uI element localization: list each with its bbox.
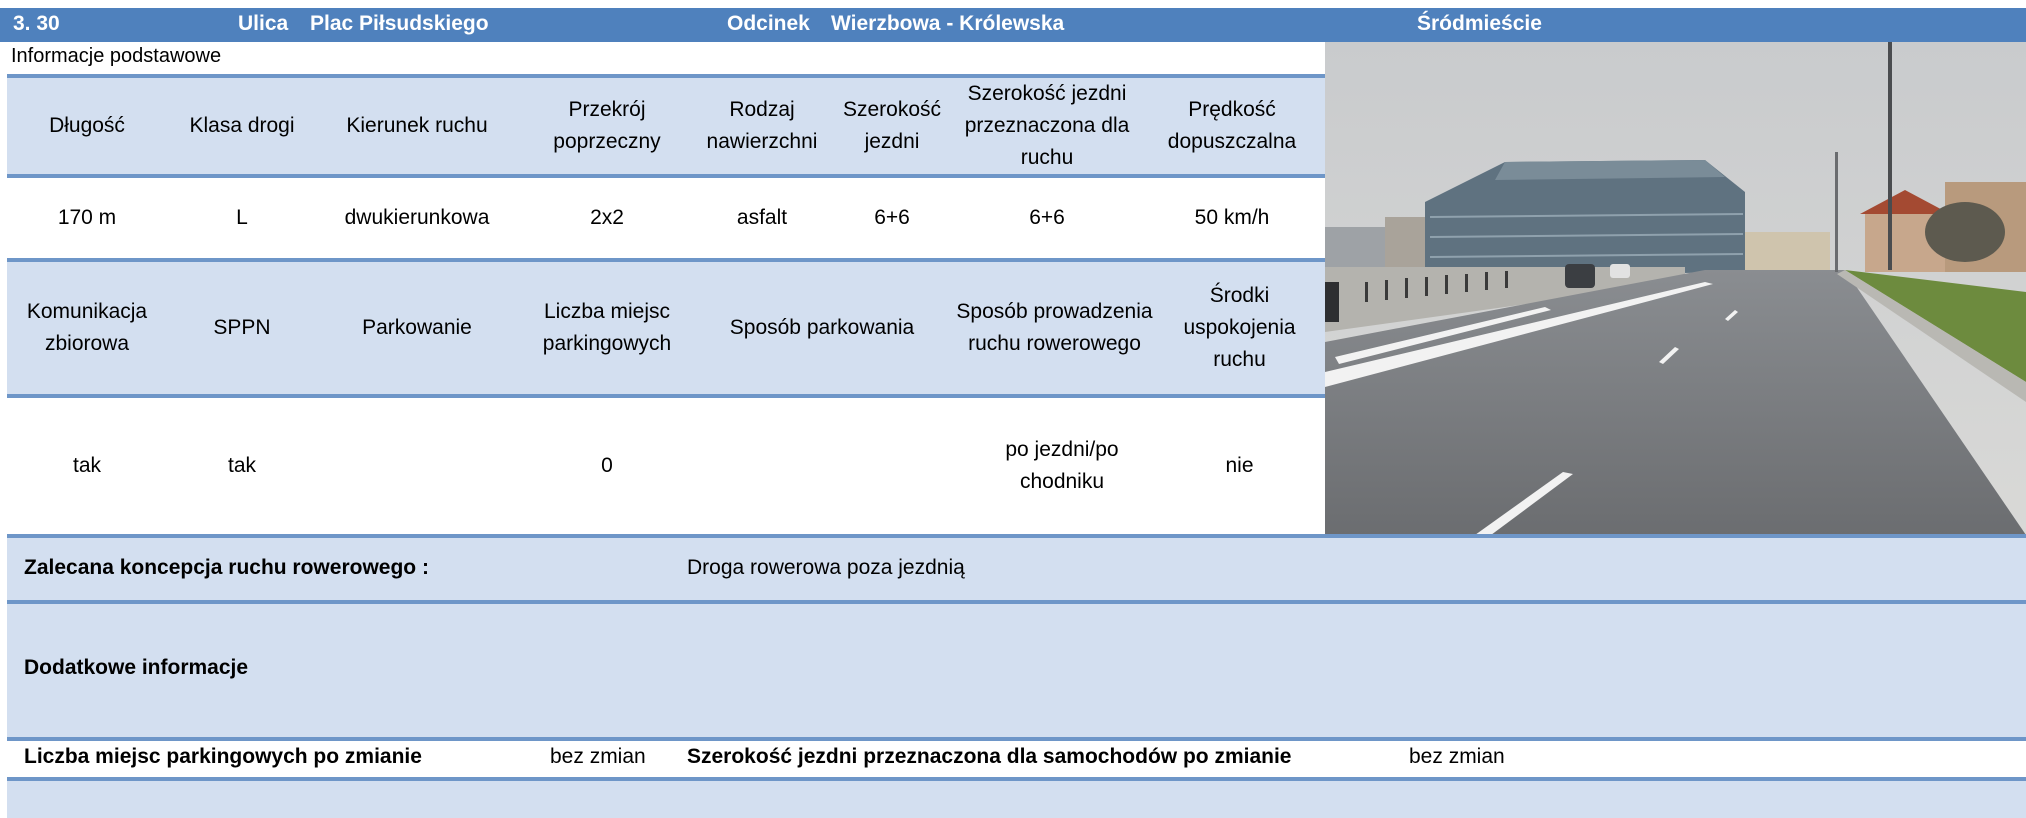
street-label: Ulica — [238, 12, 289, 35]
divider — [7, 600, 2026, 604]
table2-value — [317, 398, 517, 534]
table2-header: Liczba miejsc parkingowych — [542, 300, 672, 355]
table2-value: nie — [1225, 454, 1254, 477]
width-after-change-label: Szerokość jezdni przeznaczona dla samoch… — [687, 745, 1292, 768]
divider — [7, 777, 2026, 781]
table1-value: L — [236, 206, 248, 229]
bottom-empty-row — [7, 781, 2026, 818]
divider — [7, 737, 2026, 741]
table2-value: po jezdni/po chodniku — [1005, 438, 1119, 493]
divider — [7, 74, 1325, 78]
recommended-concept-value: Droga rowerowa poza jezdnią — [687, 556, 965, 579]
table1-header: Szerokość jezdni — [842, 98, 942, 153]
basic-info-title: Informacje podstawowe — [11, 45, 222, 67]
record-number: 3. 30 — [13, 12, 60, 35]
divider — [7, 534, 2026, 538]
parking-after-change-label: Liczba miejsc parkingowych po zmianie — [24, 745, 422, 768]
table2-value-row: tak tak 0 po jezdni/po chodniku nie — [7, 398, 1325, 534]
width-after-change-value: bez zmian — [1409, 745, 1505, 768]
table1-header: Rodzaj nawierzchni — [706, 98, 818, 153]
recommended-concept-row: Zalecana koncepcja ruchu rowerowego : Dr… — [7, 538, 2026, 600]
table2-header: Komunikacja zbiorowa — [26, 300, 148, 355]
parking-after-change-value: bez zmian — [550, 745, 646, 768]
district-name: Śródmieście — [1417, 12, 1542, 35]
additional-info-label: Dodatkowe informacje — [24, 656, 249, 679]
table1-value: 2x2 — [590, 206, 624, 229]
table1-value-row: 170 m L dwukierunkowa 2x2 asfalt 6+6 6+6… — [7, 178, 1325, 258]
table1-header: Długość — [49, 114, 125, 137]
section-label: Odcinek — [727, 12, 810, 35]
street-photo — [1325, 42, 2026, 535]
table2-value: 0 — [601, 454, 613, 477]
table2-value — [692, 398, 952, 534]
table2-value: tak — [72, 454, 101, 477]
divider — [7, 174, 1325, 178]
table1-header: Klasa drogi — [189, 114, 295, 137]
table1-header-row: Długość Klasa drogi Kierunek ruchu Przek… — [7, 78, 1325, 174]
additional-info-row: Dodatkowe informacje — [7, 604, 2026, 737]
recommended-concept-label: Zalecana koncepcja ruchu rowerowego : — [24, 556, 429, 579]
table1-header: Prędkość dopuszczalna — [1167, 98, 1297, 153]
section-name: Wierzbowa - Królewska — [831, 12, 1065, 35]
table1-header: Przekrój poprzeczny — [553, 98, 661, 153]
table1-header: Szerokość jezdni przeznaczona dla ruchu — [964, 82, 1130, 169]
table1-value: 50 km/h — [1194, 206, 1270, 229]
table1-value: 6+6 — [874, 206, 910, 229]
header-bar: 3. 30 Ulica Plac Piłsudskiego Odcinek Wi… — [0, 8, 2026, 42]
table2-header-row: Komunikacja zbiorowa SPPN Parkowanie Lic… — [7, 262, 1325, 394]
table2-header: SPPN — [213, 316, 271, 339]
table2-header: Środki uspokojenia ruchu — [1183, 284, 1296, 371]
street-name: Plac Piłsudskiego — [310, 12, 489, 35]
divider — [7, 394, 1325, 398]
table2-header: Parkowanie — [362, 316, 472, 339]
table1-value: 6+6 — [1029, 206, 1065, 229]
table2-header: Sposób prowadzenia ruchu rowerowego — [956, 300, 1153, 355]
table1-header: Kierunek ruchu — [346, 114, 488, 137]
table2-value: tak — [227, 454, 256, 477]
table2-header: Sposób parkowania — [729, 316, 915, 339]
table1-value: asfalt — [736, 206, 788, 229]
after-change-row: Liczba miejsc parkingowych po zmianie be… — [7, 741, 2026, 777]
table1-value: 170 m — [57, 206, 117, 229]
table1-value: dwukierunkowa — [344, 206, 490, 229]
divider — [7, 258, 1325, 262]
